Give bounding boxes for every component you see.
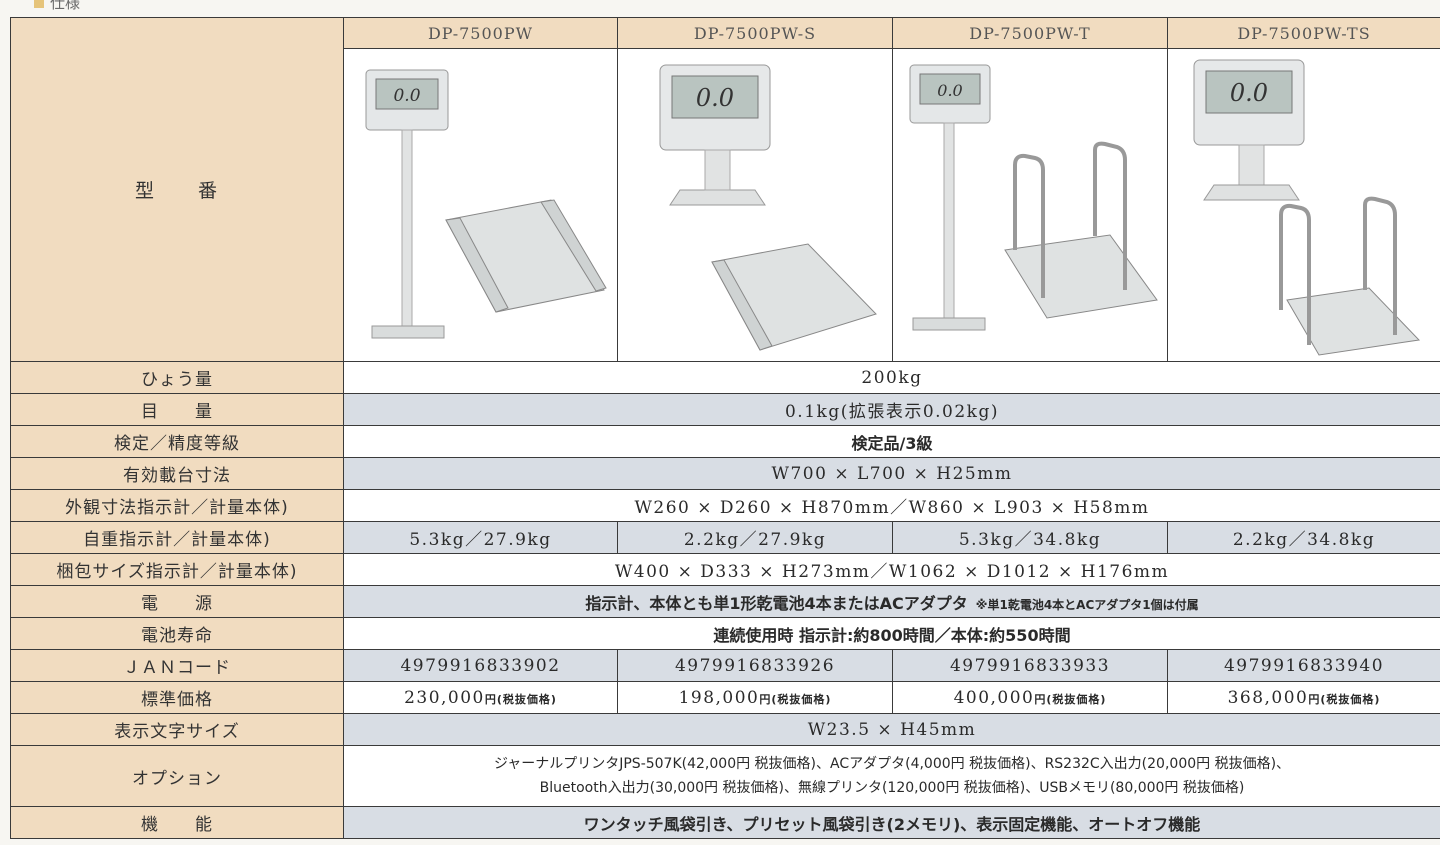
capacity-row: ひょう量 200kg	[10, 361, 1440, 394]
division-label: 目 量	[10, 393, 344, 426]
product-photo-dp7500pw-ts: 0.0	[1167, 48, 1440, 362]
price-value: 368,000	[1227, 687, 1309, 708]
scale-pole-platform-image: 0.0	[365, 69, 607, 339]
jan-value: 4979916833902	[343, 649, 618, 682]
options-line-2: Bluetooth入出力(30,000円 税抜価格)、無線プリンタ(120,00…	[539, 780, 1245, 796]
scale-desk-handrail-image: 0.0	[1193, 59, 1421, 356]
verification-label: 検定／精度等級	[10, 425, 344, 458]
spec-table: 型 番 DP-7500PW DP-7500PW-S DP-7500PW-T DP…	[10, 17, 1440, 839]
package-size-label: 梱包サイズ指示計／計量本体)	[10, 553, 344, 586]
battery-life-row: 電池寿命 連続使用時 指示計:約800時間／本体:約550時間	[10, 617, 1440, 650]
battery-life-label: 電池寿命	[10, 617, 344, 650]
jan-row: ＪＡＮコード 4979916833902 4979916833926 49799…	[10, 649, 1440, 682]
power-label: 電 源	[10, 585, 344, 618]
price-suffix: 円(税抜価格)	[484, 692, 557, 706]
price-cell: 400,000円(税抜価格)	[892, 681, 1168, 714]
lcd-screen	[919, 73, 981, 105]
price-value: 230,000	[404, 687, 485, 708]
lcd-reading: 0.0	[393, 86, 420, 106]
model-name: DP-7500PW-T	[892, 17, 1168, 49]
char-size-row: 表示文字サイズ W23.5 × H45mm	[10, 713, 1440, 746]
product-photo-dp7500pw: 0.0	[343, 48, 618, 362]
price-suffix: 円(税抜価格)	[1308, 692, 1381, 706]
weight-row: 自重指示計／計量本体) 5.3kg／27.9kg 2.2kg／27.9kg 5.…	[10, 521, 1440, 554]
handrail-right	[1363, 196, 1397, 335]
price-row: 標準価格 230,000円(税抜価格) 198,000円(税抜価格) 400,0…	[10, 681, 1440, 714]
platform-plate	[1286, 287, 1421, 356]
price-value: 400,000	[953, 687, 1035, 708]
handrail-left	[1279, 203, 1311, 345]
platform-size-value: W700 × L700 × H25mm	[343, 457, 1440, 490]
jan-label: ＪＡＮコード	[10, 649, 344, 682]
power-row: 電 源 指示計、本体とも単1形乾電池4本またはACアダプタ ※単1乾電池4本とAC…	[10, 585, 1440, 618]
model-name: DP-7500PW-TS	[1167, 17, 1440, 49]
options-value: ジャーナルプリンタJPS-507K(42,000円 税抜価格)、ACアダプタ(4…	[343, 745, 1440, 807]
exterior-size-row: 外観寸法指示計／計量本体) W260 × D260 × H870mm／W860 …	[10, 489, 1440, 522]
weight-value: 5.3kg／27.9kg	[343, 521, 618, 554]
jan-value: 4979916833933	[892, 649, 1168, 682]
scale-pole-handrail-image: 0.0	[909, 64, 1158, 331]
weight-value: 2.2kg／34.8kg	[1167, 521, 1440, 554]
price-suffix: 円(税抜価格)	[759, 692, 832, 706]
lcd-screen	[1205, 70, 1293, 114]
price-label: 標準価格	[10, 681, 344, 714]
weight-value: 5.3kg／34.8kg	[892, 521, 1168, 554]
lcd-reading: 0.0	[1230, 79, 1268, 107]
options-label: オプション	[10, 745, 344, 807]
char-size-value: W23.5 × H45mm	[343, 713, 1440, 746]
price-value: 198,000	[678, 687, 760, 708]
top-strip: 仕様	[0, 0, 1440, 16]
section-marker	[34, 0, 44, 8]
power-value: 指示計、本体とも単1形乾電池4本またはACアダプタ ※単1乾電池4本とACアダプタ…	[343, 585, 1440, 618]
lcd-reading: 0.0	[937, 81, 962, 100]
options-line-1: ジャーナルプリンタJPS-507K(42,000円 税抜価格)、ACアダプタ(4…	[493, 756, 1291, 772]
model-label: 型 番	[10, 17, 344, 362]
division-row: 目 量 0.1kg(拡張表示0.02kg)	[10, 393, 1440, 426]
battery-life-value: 連続使用時 指示計:約800時間／本体:約550時間	[343, 617, 1440, 650]
functions-row: 機 能 ワンタッチ風袋引き、プリセット風袋引き(2メモリ)、表示固定機能、オート…	[10, 806, 1440, 839]
lcd-reading: 0.0	[696, 84, 734, 112]
weight-label: 自重指示計／計量本体)	[10, 521, 344, 554]
price-cell: 230,000円(税抜価格)	[343, 681, 618, 714]
price-cell: 198,000円(税抜価格)	[617, 681, 893, 714]
product-photo-dp7500pw-t: 0.0	[892, 48, 1168, 362]
functions-value: ワンタッチ風袋引き、プリセット風袋引き(2メモリ)、表示固定機能、オートオフ機能	[343, 806, 1440, 839]
jan-value: 4979916833926	[617, 649, 893, 682]
verification-row: 検定／精度等級 検定品/3級	[10, 425, 1440, 458]
price-suffix: 円(税抜価格)	[1034, 692, 1107, 706]
power-note: ※単1乾電池4本とACアダプタ1個は付属	[975, 597, 1199, 612]
exterior-size-value: W260 × D260 × H870mm／W860 × L903 × H58mm	[343, 489, 1440, 522]
package-size-row: 梱包サイズ指示計／計量本体) W400 × D333 × H273mm／W106…	[10, 553, 1440, 586]
platform-size-row: 有効載台寸法 W700 × L700 × H25mm	[10, 457, 1440, 490]
platform-plate	[1004, 234, 1158, 319]
lcd-screen	[375, 78, 438, 110]
functions-label: 機 能	[10, 806, 344, 839]
platform-size-label: 有効載台寸法	[10, 457, 344, 490]
handrail-right	[1093, 141, 1127, 290]
photo-row: 0.0 0.0 0	[11, 48, 1440, 362]
model-name: DP-7500PW	[343, 17, 618, 49]
exterior-size-label: 外観寸法指示計／計量本体)	[10, 489, 344, 522]
power-text: 指示計、本体とも単1形乾電池4本またはACアダプタ	[585, 593, 968, 613]
jan-value: 4979916833940	[1167, 649, 1440, 682]
lcd-screen	[671, 75, 759, 119]
scale-desk-platform-image: 0.0	[659, 64, 877, 351]
options-row: オプション ジャーナルプリンタJPS-507K(42,000円 税抜価格)、AC…	[10, 745, 1440, 807]
model-header-row: 型 番 DP-7500PW DP-7500PW-S DP-7500PW-T DP…	[10, 17, 1440, 362]
char-size-label: 表示文字サイズ	[10, 713, 344, 746]
product-photo-dp7500pw-s: 0.0	[617, 48, 893, 362]
capacity-label: ひょう量	[10, 361, 344, 394]
verification-value: 検定品/3級	[343, 425, 1440, 458]
division-value: 0.1kg(拡張表示0.02kg)	[343, 393, 1440, 426]
handrail-left	[1013, 153, 1045, 298]
package-size-value: W400 × D333 × H273mm／W1062 × D1012 × H17…	[343, 553, 1440, 586]
price-cell: 368,000円(税抜価格)	[1167, 681, 1440, 714]
capacity-value: 200kg	[343, 361, 1440, 394]
weight-value: 2.2kg／27.9kg	[617, 521, 893, 554]
model-name: DP-7500PW-S	[617, 17, 893, 49]
section-title: 仕様	[50, 0, 81, 12]
